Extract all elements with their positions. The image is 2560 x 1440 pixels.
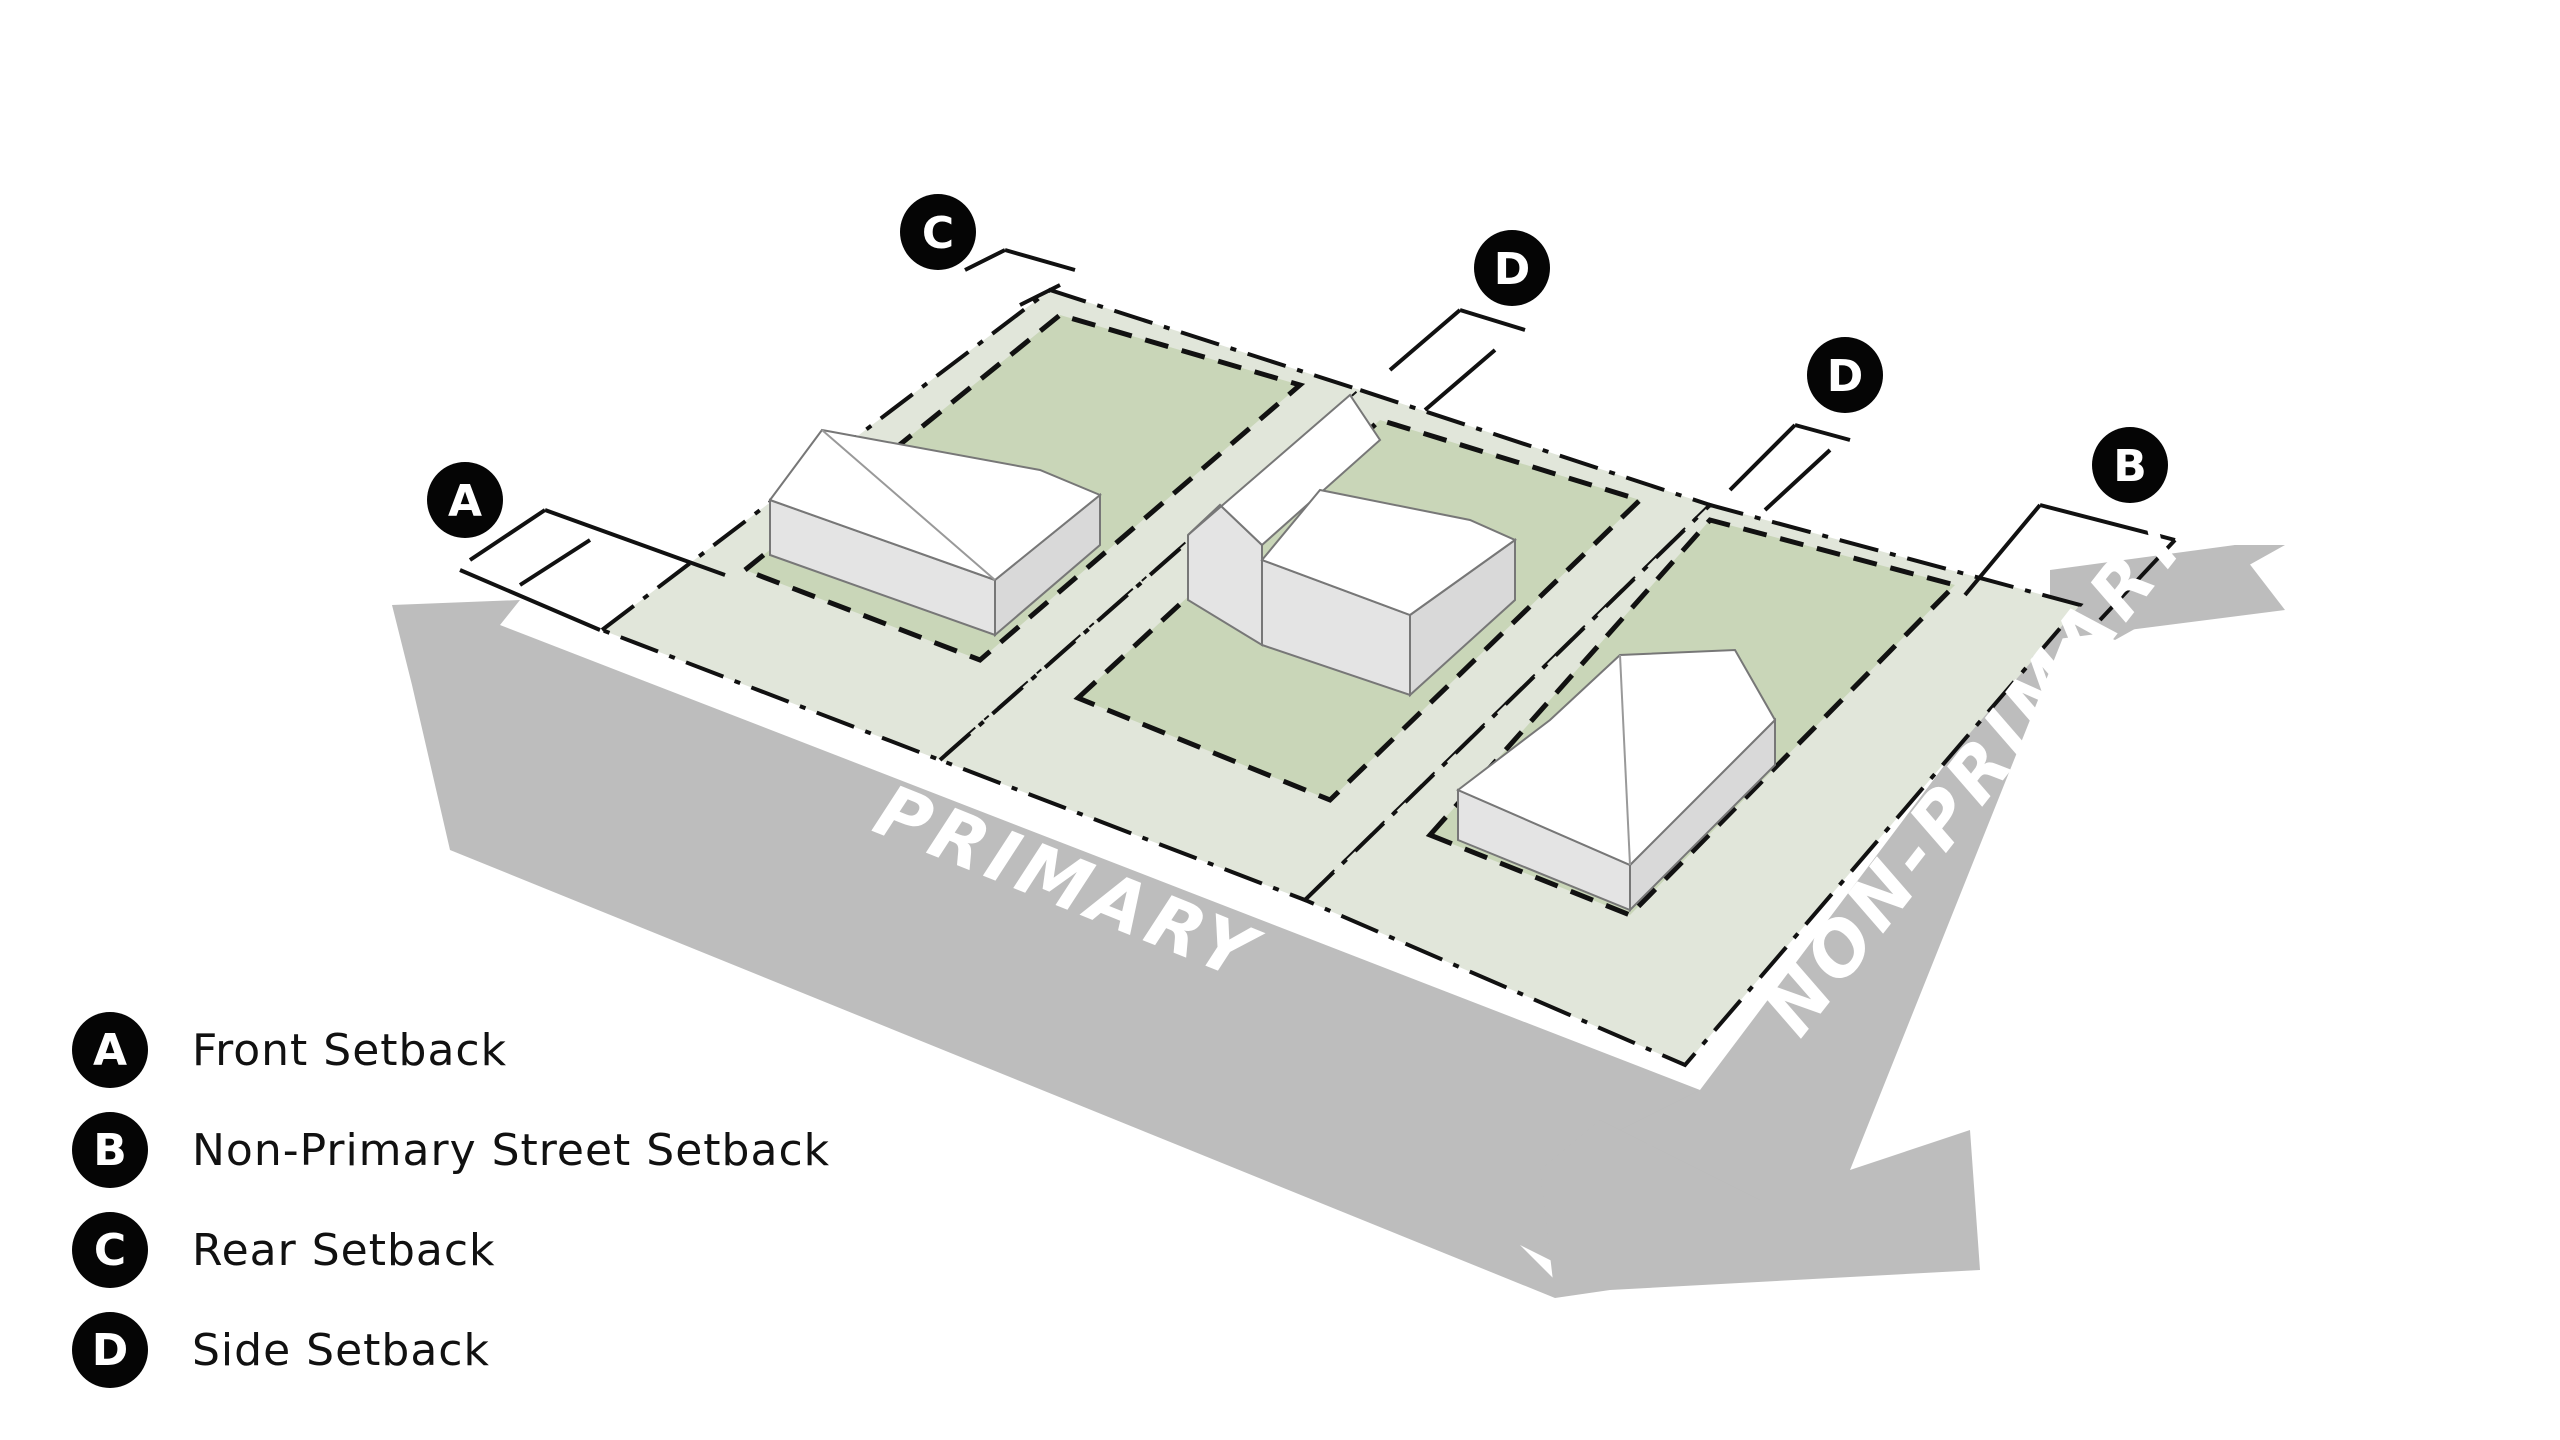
- marker-d-middle-letter: D: [1494, 244, 1531, 295]
- dimension-a: [459, 508, 726, 632]
- non-primary-arrow-head: [2050, 545, 2285, 640]
- legend-badge-a: A: [72, 1012, 148, 1088]
- legend-badge-d: D: [72, 1312, 148, 1388]
- legend-label-rear-setback: Rear Setback: [192, 1224, 496, 1276]
- dimension-b: [1963, 503, 2177, 622]
- legend-badge-c: C: [72, 1212, 148, 1288]
- dimension-c: [964, 248, 1076, 307]
- buildings: [768, 393, 1777, 913]
- legend-item-side-setback: D Side Setback: [72, 1300, 830, 1400]
- legend-item-non-primary-street-setback: B Non-Primary Street Setback: [72, 1100, 830, 1200]
- non-primary-street-arrow: [1540, 545, 2285, 1298]
- marker-b-letter: B: [2113, 441, 2147, 492]
- marker-a-letter: A: [448, 476, 482, 527]
- legend-item-front-setback: A Front Setback: [72, 1000, 830, 1100]
- building-middle: [1187, 393, 1518, 698]
- building-right: [1456, 648, 1777, 913]
- primary-arrow-tail: [1540, 1120, 1760, 1230]
- legend-item-rear-setback: C Rear Setback: [72, 1200, 830, 1300]
- marker-d-right: D: [1807, 337, 1883, 413]
- building-left: [768, 428, 1102, 638]
- marker-d-middle: D: [1474, 230, 1550, 306]
- dimension-d-right: [1728, 423, 1851, 512]
- legend-badge-b: B: [72, 1112, 148, 1188]
- marker-c-letter: C: [922, 208, 954, 259]
- legend-label-non-primary-street-setback: Non-Primary Street Setback: [192, 1124, 831, 1176]
- primary-street-arrow: [392, 600, 1730, 1298]
- legend: A Front Setback B Non-Primary Street Set…: [72, 1000, 830, 1400]
- marker-d-right-letter: D: [1827, 351, 1864, 402]
- dimension-d-middle: [1388, 308, 1526, 412]
- setback-dimensions: [459, 248, 2177, 632]
- marker-a: A: [427, 462, 503, 538]
- legend-label-front-setback: Front Setback: [192, 1024, 508, 1076]
- street-arrows: [392, 545, 2285, 1298]
- legend-label-side-setback: Side Setback: [192, 1324, 490, 1376]
- marker-c: C: [900, 194, 976, 270]
- marker-b: B: [2092, 427, 2168, 503]
